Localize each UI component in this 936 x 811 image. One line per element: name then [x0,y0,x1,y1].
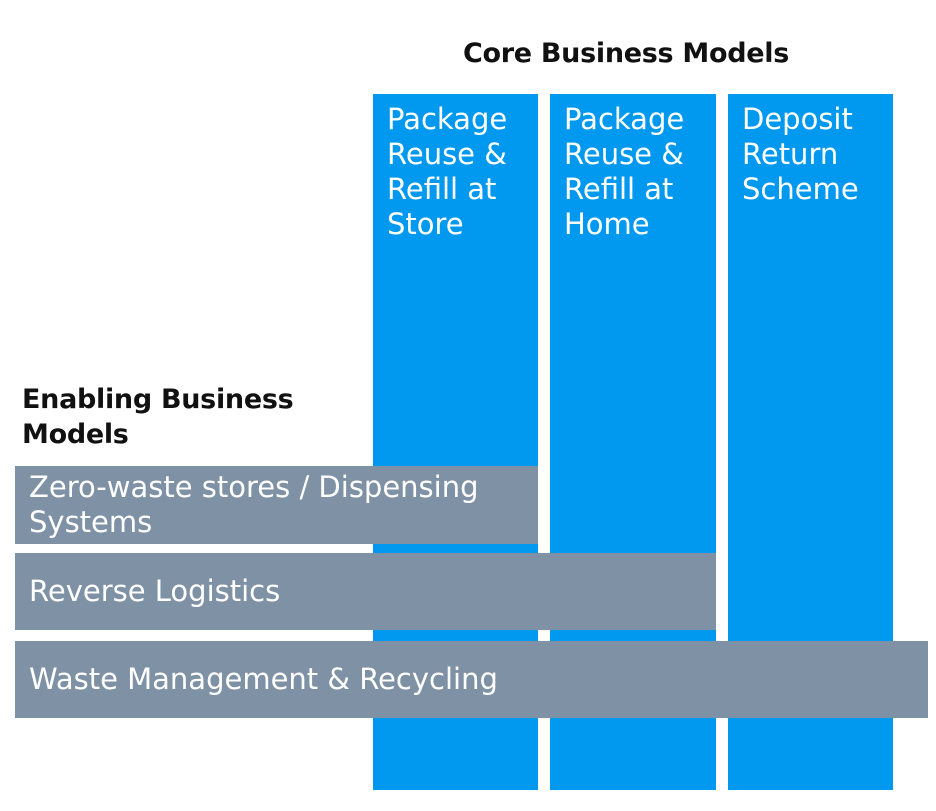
enabling-bar-reverse-logistics: Reverse Logistics [15,553,716,630]
enabling-bar-label: Waste Management & Recycling [29,662,498,696]
enabling-business-models-heading: Enabling Business Models [22,384,294,450]
core-column-label: Package Reuse & Refill at Store [387,102,508,241]
enabling-bar-label: Zero-waste stores / Dispensing Systems [29,470,479,539]
core-column-label: Deposit Return Scheme [742,102,859,206]
enabling-bar-waste-management: Waste Management & Recycling [15,641,928,718]
enabling-bar-zero-waste-stores: Zero-waste stores / Dispensing Systems [15,466,538,544]
core-column-label: Package Reuse & Refill at Home [564,102,685,241]
core-business-models-heading: Core Business Models [463,38,789,69]
enabling-bar-label: Reverse Logistics [29,574,281,608]
